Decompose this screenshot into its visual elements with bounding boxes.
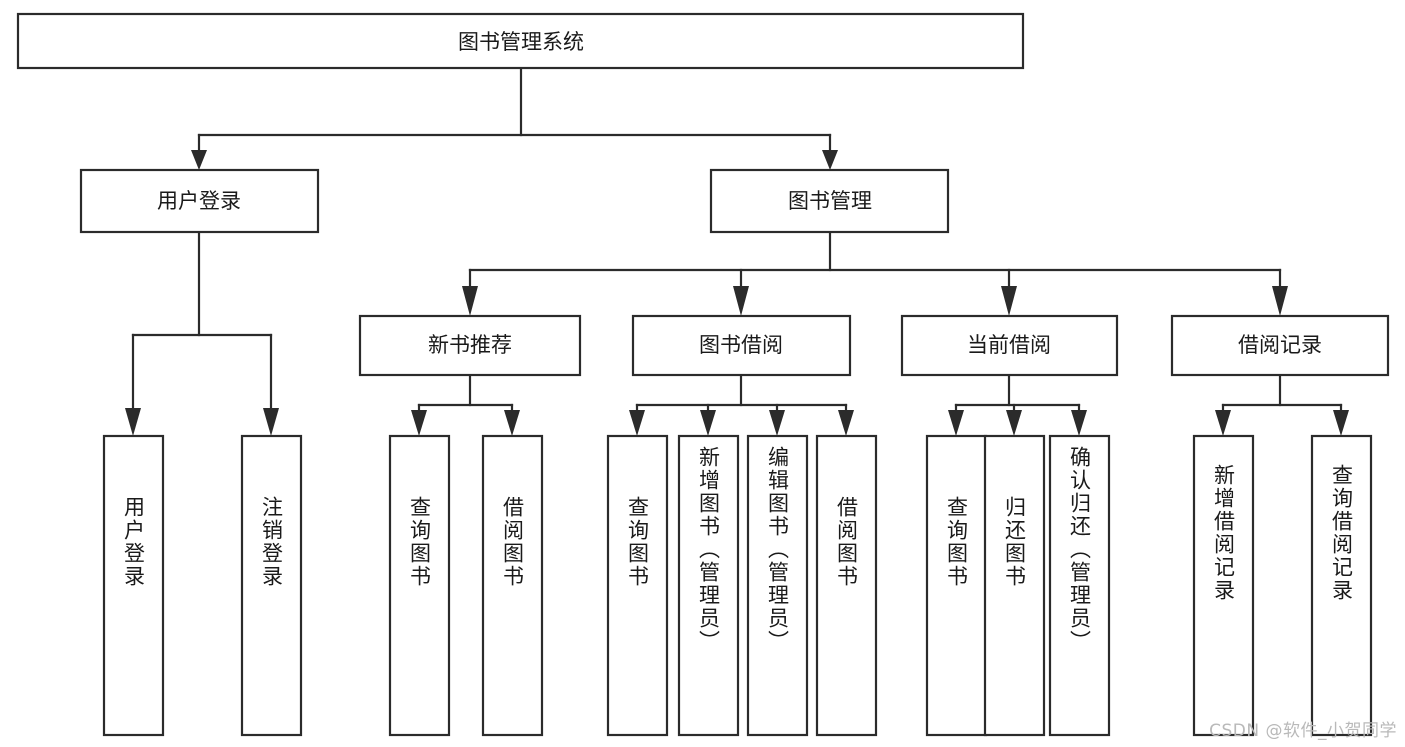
node-leaf-query-book-cb[interactable]	[925, 434, 988, 737]
arrow-book-mgmt-to-current	[1001, 286, 1017, 316]
node-leaf-borrow-book-nbr[interactable]	[481, 434, 544, 737]
node-leaf-query-book-bb[interactable]	[606, 434, 669, 737]
node-user-login[interactable]	[79, 168, 320, 234]
arrow-new-book-leaf-1	[411, 410, 427, 436]
node-borrow-record[interactable]	[1170, 314, 1390, 377]
arrow-borrow-leaf-4	[838, 410, 854, 436]
node-book-management[interactable]	[709, 168, 950, 234]
node-leaf-user-logout[interactable]	[240, 434, 303, 737]
node-current-borrow[interactable]	[900, 314, 1119, 377]
arrow-user-login-leaf-2	[263, 408, 279, 436]
node-new-book-recommend-label: 新书推荐	[428, 333, 512, 357]
arrow-current-leaf-2	[1006, 410, 1022, 436]
node-leaf-return-book[interactable]	[983, 434, 1046, 737]
node-root-book-management-system[interactable]	[16, 12, 1025, 70]
arrow-current-leaf-3	[1071, 410, 1087, 436]
node-new-book-recommend[interactable]	[358, 314, 582, 377]
connector-layer	[125, 66, 1349, 436]
arrow-user-login-leaf-1	[125, 408, 141, 436]
arrow-book-mgmt-to-record	[1272, 286, 1288, 316]
node-layer: 图书管理系统 用户登录 图书管理 新书推荐 图书借阅 当前借阅 借阅记录	[16, 12, 1390, 737]
node-current-borrow-label: 当前借阅	[967, 333, 1051, 357]
arrow-borrow-leaf-3	[769, 410, 785, 436]
arrow-book-mgmt-to-borrow	[733, 286, 749, 316]
node-book-borrow-label: 图书借阅	[699, 333, 783, 357]
node-borrow-record-label: 借阅记录	[1238, 333, 1322, 357]
node-book-management-label: 图书管理	[788, 189, 872, 213]
node-leaf-query-book-nbr[interactable]	[388, 434, 451, 737]
node-leaf-query-borrow-record[interactable]	[1310, 434, 1373, 737]
node-user-login-label: 用户登录	[157, 189, 241, 213]
arrow-new-book-leaf-2	[504, 410, 520, 436]
arrow-book-mgmt-to-new-book	[462, 286, 478, 316]
arrow-record-leaf-2	[1333, 410, 1349, 436]
arrow-root-to-user-login	[191, 150, 207, 170]
node-leaf-user-login[interactable]	[102, 434, 165, 737]
node-leaf-confirm-return-admin[interactable]	[1048, 434, 1111, 737]
arrow-borrow-leaf-2	[700, 410, 716, 436]
arrow-root-to-book-mgmt	[822, 150, 838, 170]
node-root-label: 图书管理系统	[458, 30, 584, 54]
arrow-current-leaf-1	[948, 410, 964, 436]
node-leaf-borrow-book-bb[interactable]	[815, 434, 878, 737]
csdn-watermark: CSDN @软件_小贺同学	[1209, 721, 1397, 741]
arrow-borrow-leaf-1	[629, 410, 645, 436]
arrow-record-leaf-1	[1215, 410, 1231, 436]
node-leaf-add-borrow-record[interactable]	[1192, 434, 1255, 737]
node-leaf-edit-book-admin[interactable]	[746, 434, 809, 737]
node-leaf-add-book-admin[interactable]	[677, 434, 740, 737]
node-book-borrow[interactable]	[631, 314, 852, 377]
